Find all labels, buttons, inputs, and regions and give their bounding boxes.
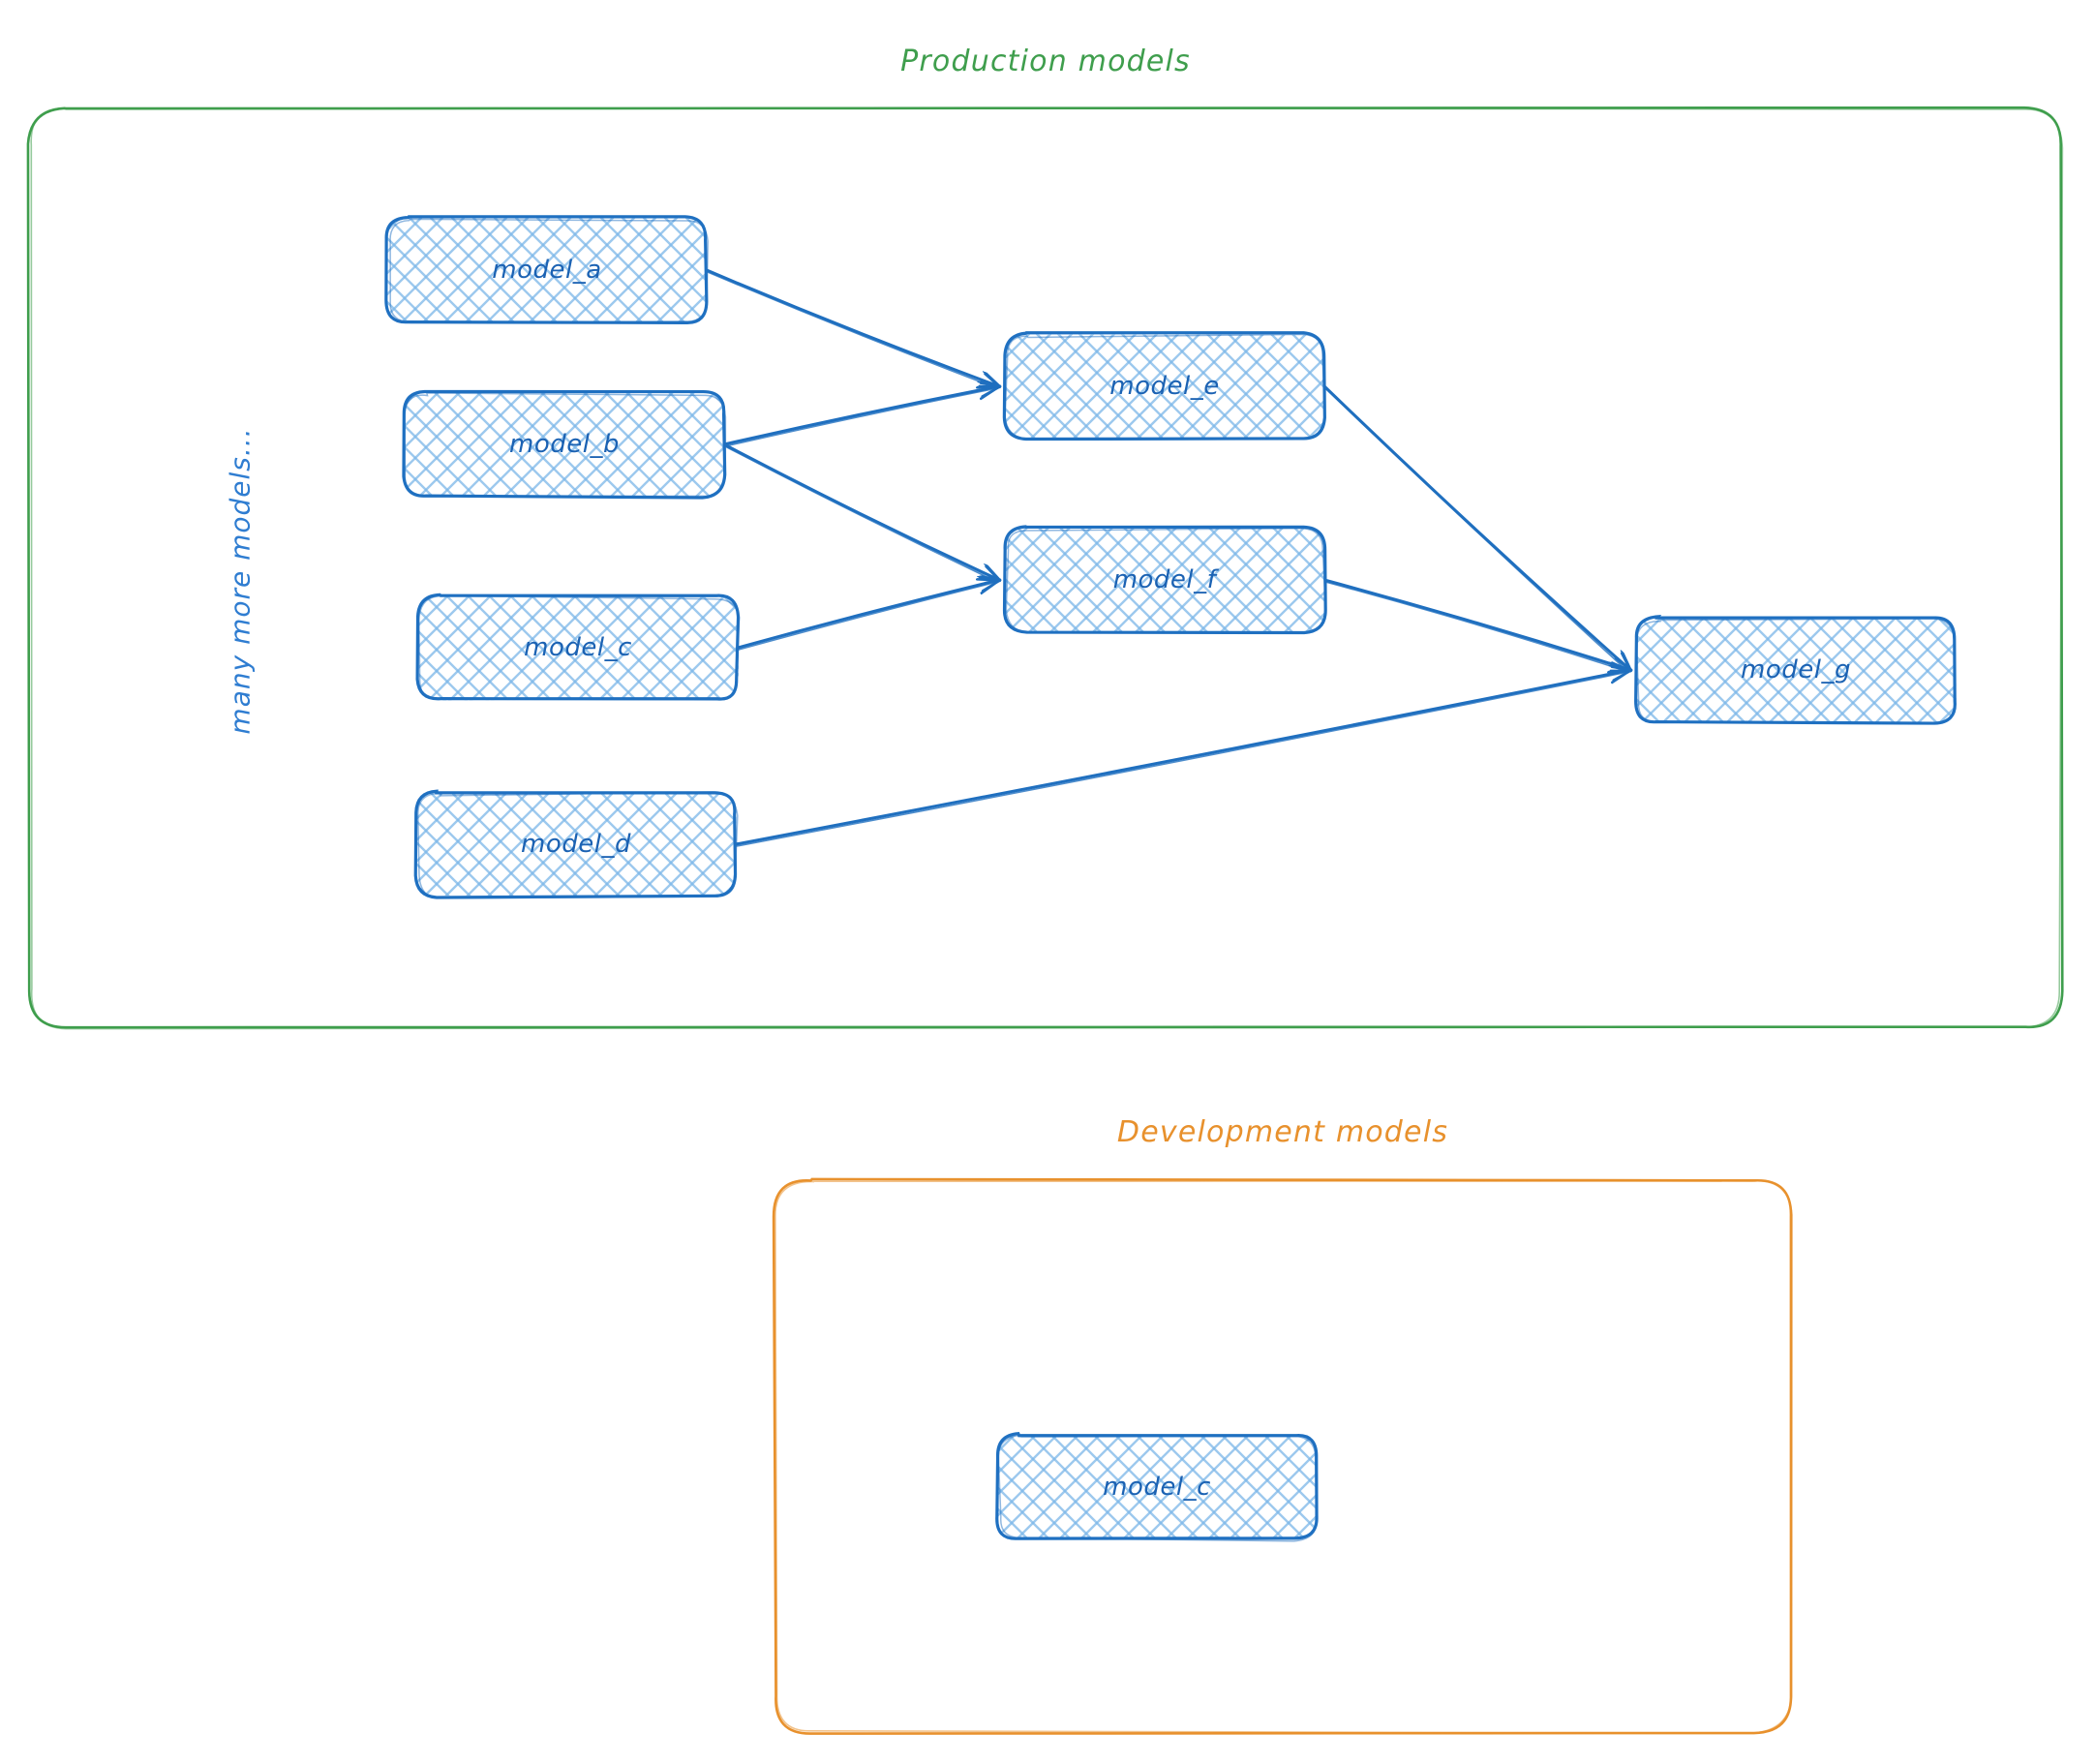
edge-model_e-to-model_g [1322, 384, 1630, 673]
node-model_e[interactable] [1002, 331, 1326, 441]
node-model_c_dev[interactable] [995, 1432, 1319, 1542]
node-model_b[interactable] [402, 389, 727, 500]
group-production [26, 106, 2064, 1030]
edge-model_f-to-model_g [1322, 578, 1630, 672]
group-development [772, 1177, 1793, 1735]
node-model_f[interactable] [1002, 525, 1327, 635]
node-model_c[interactable] [415, 593, 741, 701]
group-containers [26, 106, 2064, 1735]
edge-model_a-to-model_e [705, 268, 999, 389]
node-model_g[interactable] [1634, 615, 1957, 725]
node-model_d[interactable] [413, 789, 739, 899]
edge-model_b-to-model_f [722, 442, 999, 583]
edge-model_b-to-model_e [722, 386, 999, 447]
nodes [384, 215, 1957, 1542]
edge-model_c-to-model_f [736, 580, 999, 651]
edges [705, 268, 1630, 847]
node-model_a[interactable] [384, 215, 709, 324]
edge-model_d-to-model_g [734, 670, 1630, 847]
